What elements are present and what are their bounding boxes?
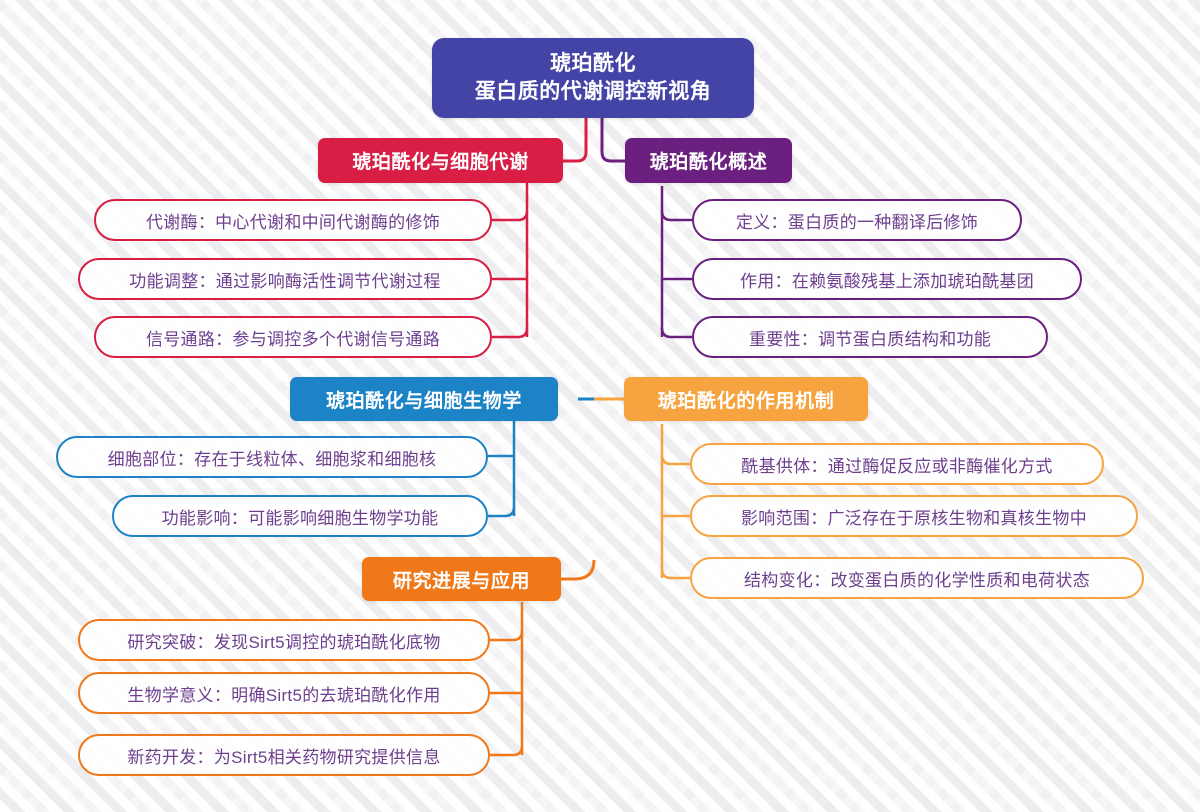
leaf-label: 细胞部位：存在于线粒体、细胞浆和细胞核: [107, 449, 437, 469]
leaf-mechanism-2[interactable]: 影响范围：广泛存在于原核生物和真核生物中: [690, 495, 1138, 537]
leaf-label: 研究突破：发现Sirt5调控的琥珀酰化底物: [127, 632, 441, 652]
leaf-mechanism-1[interactable]: 酰基供体：通过酶促反应或非酶催化方式: [690, 443, 1104, 485]
leaf-label: 信号通路：参与调控多个代谢信号通路: [145, 329, 441, 349]
leaf-metabolism-3[interactable]: 信号通路：参与调控多个代谢信号通路: [94, 316, 492, 358]
branch-header-mechanism[interactable]: 琥珀酰化的作用机制: [624, 377, 868, 421]
leaf-mechanism-3[interactable]: 结构变化：改变蛋白质的化学性质和电荷状态: [690, 557, 1144, 599]
leaf-label: 代谢酶：中心代谢和中间代谢酶的修饰: [145, 212, 441, 232]
leaf-label: 作用：在赖氨酸残基上添加琥珀酰基团: [739, 271, 1035, 291]
root-title-line2: 蛋白质的代谢调控新视角: [474, 80, 712, 103]
root-title-line1: 琥珀酰化: [550, 51, 636, 75]
branch-header-research[interactable]: 研究进展与应用: [362, 557, 561, 601]
branch-label: 琥珀酰化与细胞生物学: [325, 390, 522, 412]
branch-label: 琥珀酰化概述: [649, 152, 768, 173]
leaf-research-2[interactable]: 生物学意义：明确Sirt5的去琥珀酰化作用: [78, 672, 490, 714]
leaf-label: 新药开发：为Sirt5相关药物研究提供信息: [127, 747, 441, 767]
leaf-metabolism-2[interactable]: 功能调整：通过影响酶活性调节代谢过程: [78, 258, 492, 300]
branch-label: 琥珀酰化的作用机制: [657, 390, 835, 412]
leaf-label: 生物学意义：明确Sirt5的去琥珀酰化作用: [127, 685, 441, 705]
leaf-label: 酰基供体：通过酶促反应或非酶催化方式: [741, 456, 1053, 476]
leaf-label: 功能影响：可能影响细胞生物学功能: [161, 508, 439, 528]
branch-header-overview[interactable]: 琥珀酰化概述: [625, 138, 792, 183]
leaf-label: 功能调整：通过影响酶活性调节代谢过程: [129, 271, 441, 291]
branch-label: 琥珀酰化与细胞代谢: [352, 152, 529, 173]
leaf-metabolism-1[interactable]: 代谢酶：中心代谢和中间代谢酶的修饰: [94, 199, 492, 241]
leaf-research-1[interactable]: 研究突破：发现Sirt5调控的琥珀酰化底物: [78, 619, 490, 661]
leaf-label: 重要性：调节蛋白质结构和功能: [748, 329, 992, 349]
branch-header-metabolism[interactable]: 琥珀酰化与细胞代谢: [318, 138, 563, 183]
branch-label: 研究进展与应用: [392, 570, 531, 592]
leaf-cellbio-1[interactable]: 细胞部位：存在于线粒体、细胞浆和细胞核: [56, 436, 488, 478]
leaf-label: 定义：蛋白质的一种翻译后修饰: [735, 212, 979, 232]
leaf-cellbio-2[interactable]: 功能影响：可能影响细胞生物学功能: [112, 495, 488, 537]
leaf-label: 结构变化：改变蛋白质的化学性质和电荷状态: [744, 570, 1090, 590]
leaf-label: 影响范围：广泛存在于原核生物和真核生物中: [741, 508, 1087, 528]
branch-header-cellbio[interactable]: 琥珀酰化与细胞生物学: [290, 377, 558, 421]
leaf-overview-1[interactable]: 定义：蛋白质的一种翻译后修饰: [692, 199, 1022, 241]
root-node[interactable]: 琥珀酰化 蛋白质的代谢调控新视角: [432, 38, 754, 118]
leaf-overview-3[interactable]: 重要性：调节蛋白质结构和功能: [692, 316, 1048, 358]
leaf-overview-2[interactable]: 作用：在赖氨酸残基上添加琥珀酰基团: [692, 258, 1082, 300]
leaf-research-3[interactable]: 新药开发：为Sirt5相关药物研究提供信息: [78, 734, 490, 776]
